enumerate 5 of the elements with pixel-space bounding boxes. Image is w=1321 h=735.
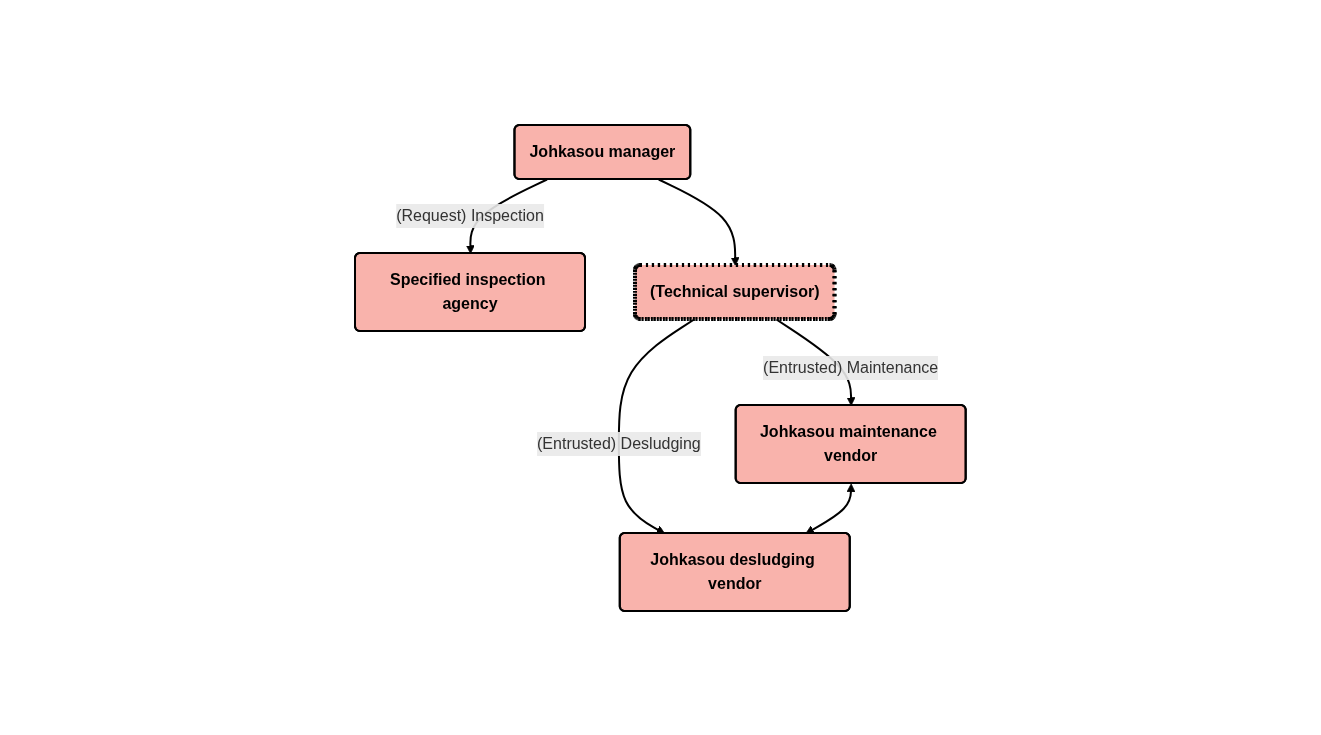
edge-label: (Request) Inspection <box>396 206 544 224</box>
arrow <box>618 318 696 534</box>
edge-label: (Entrusted) Desludging <box>537 434 701 452</box>
arrow <box>805 483 856 534</box>
edge-label: (Entrusted) Maintenance <box>763 358 939 376</box>
